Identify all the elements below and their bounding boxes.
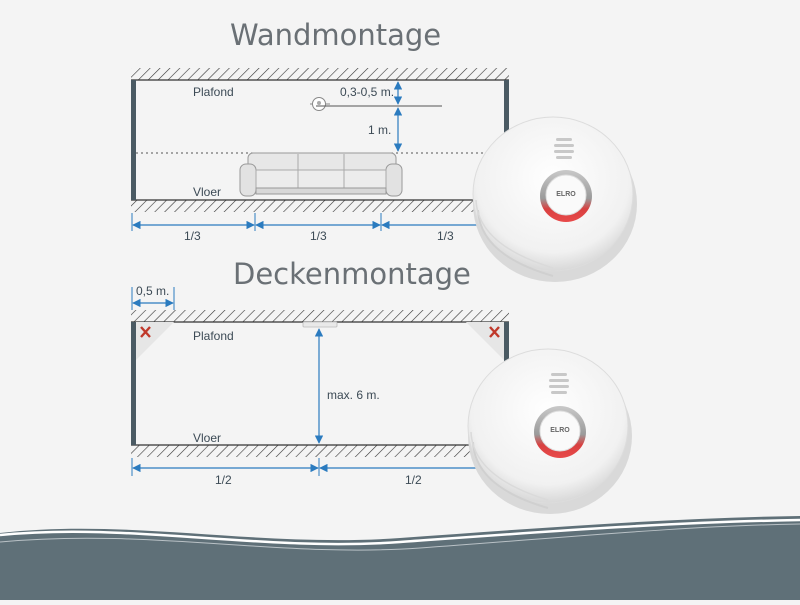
test-button [539, 410, 581, 452]
wall-mount-title: Wandmontage [230, 18, 442, 52]
left-forbidden-x-icon [140, 326, 151, 338]
smoke-detector-top: ELRO [472, 116, 637, 282]
ceiling-ceiling-label: Plafond [193, 329, 234, 343]
max-height-label: max. 6 m. [327, 388, 380, 402]
ceiling-mount-section: 0,5 m. Plafond Vloer max. 6 m. [131, 284, 509, 487]
test-button [545, 174, 587, 216]
wall-floor-label: Vloer [193, 185, 221, 199]
ceiling-ceiling-hatch [131, 310, 509, 322]
half-label-2: 1/2 [405, 473, 422, 487]
wall-mount-section: Plafond Vloer 0,3-0,5 m. 1 m. [131, 68, 509, 243]
wall-third-label-3: 1/3 [437, 229, 454, 243]
wall-left-wall [131, 80, 136, 200]
brand-logo-top: ELRO [556, 191, 576, 198]
ceiling-detector-symbol [302, 321, 338, 328]
smoke-detector-bottom: ELRO [467, 348, 632, 514]
corner-distance-label: 0,5 m. [136, 284, 169, 298]
brand-logo-bottom: ELRO [550, 427, 570, 434]
sofa-icon [239, 152, 403, 197]
wall-height-distance-label: 1 m. [368, 123, 391, 137]
footer-wave [0, 516, 800, 600]
wall-third-label-1: 1/3 [184, 229, 201, 243]
speaker-grille-icon [554, 138, 574, 159]
ceiling-floor-hatch [131, 445, 509, 457]
ceiling-left-wall [131, 322, 136, 445]
half-label-1: 1/2 [215, 473, 232, 487]
wall-floor-hatch [131, 200, 509, 212]
ceiling-floor-label: Vloer [193, 431, 221, 445]
right-forbidden-x-icon [489, 326, 500, 338]
wall-ceiling-label: Plafond [193, 85, 234, 99]
ceiling-mount-title: Deckenmontage [233, 257, 471, 291]
speaker-grille-icon [549, 373, 569, 394]
wall-ceiling-distance-label: 0,3-0,5 m. [340, 85, 394, 99]
wall-detector-symbol [310, 97, 330, 111]
wall-ceiling-hatch [131, 68, 509, 80]
wall-third-label-2: 1/3 [310, 229, 327, 243]
